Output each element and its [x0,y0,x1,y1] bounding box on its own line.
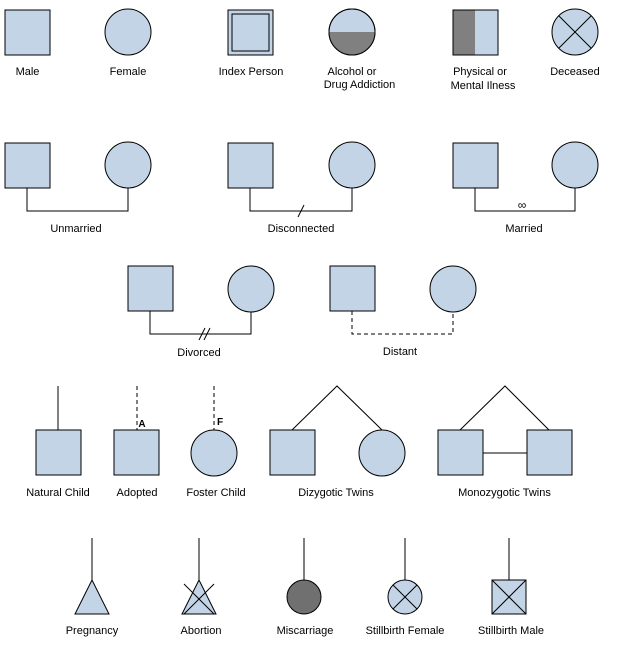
distant-relationship [329,265,477,335]
label-distant: Distant [382,346,418,358]
label-foster-child: Foster Child [186,487,246,499]
label-adopted: Adopted [116,487,158,499]
married-symbol: ∞ [517,198,527,212]
label-female: Female [109,66,147,78]
label-alcohol-line2: Drug Addiction [323,79,396,91]
label-dizygotic-twins: Dizygotic Twins [298,487,374,499]
label-natural-child: Natural Child [26,487,90,499]
unmarried-relationship [4,141,152,212]
label-monozygotic-twins: Monozygotic Twins [458,487,551,499]
miscarriage-symbol [286,538,322,615]
label-stillbirth-male: Stillbirth Male [477,625,545,637]
label-deceased: Deceased [550,66,600,78]
illness-symbol [452,9,499,56]
adopted-symbol [113,386,160,476]
natural-child-symbol [35,386,82,476]
label-stillbirth-female: Stillbirth Female [365,625,445,637]
stillbirth-male-symbol [491,538,527,615]
dizygotic-twins-symbol [269,385,406,477]
label-married: Married [505,223,543,235]
monozygotic-twins-symbol [437,385,573,476]
label-pregnancy: Pregnancy [65,625,119,637]
adopted-marker: A [138,419,146,430]
label-disconnected: Disconnected [267,223,335,235]
stillbirth-female-symbol [387,538,423,615]
alcohol-addiction-symbol [328,8,376,56]
label-abortion: Abortion [180,625,222,637]
label-illness-line1: Physical or [453,66,507,78]
label-male: Male [15,66,40,78]
female-symbol [104,8,152,56]
deceased-symbol [551,8,599,56]
foster-child-symbol [190,386,238,477]
married-relationship [452,141,599,212]
label-divorced: Divorced [177,347,221,359]
label-illness-line2: Mental Ilness [450,80,516,92]
abortion-symbol [181,538,217,615]
label-index-person: Index Person [218,66,284,78]
disconnected-relationship [227,141,376,218]
label-miscarriage: Miscarriage [276,625,334,637]
index-person-symbol [227,9,274,56]
male-symbol [4,9,51,56]
divorced-relationship [127,265,275,341]
label-unmarried: Unmarried [50,223,102,235]
label-alcohol-line1: Alcohol or [327,66,377,78]
pregnancy-symbol [74,538,110,615]
foster-marker: F [216,417,224,428]
